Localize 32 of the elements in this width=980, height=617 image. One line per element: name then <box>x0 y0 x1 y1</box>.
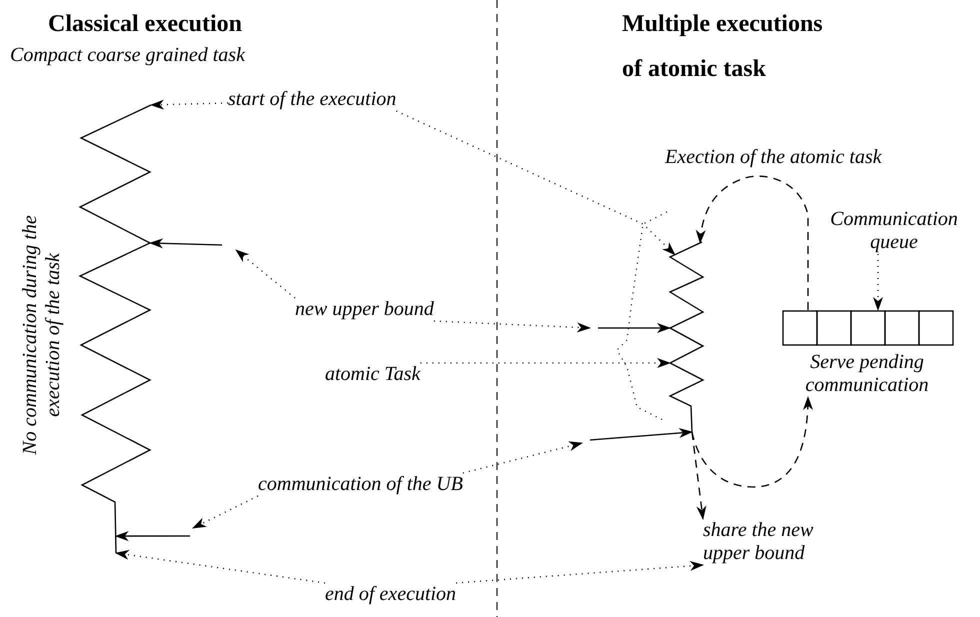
leader-line <box>456 560 704 584</box>
leader-line <box>873 254 883 311</box>
leader-line <box>434 320 591 332</box>
callout-text: end of execution <box>325 583 456 606</box>
leader-line <box>691 432 706 520</box>
column-heading: Multiple executions of atomic task <box>622 10 824 84</box>
subheading: Compact coarse grained task <box>10 44 245 67</box>
arrow <box>590 428 693 441</box>
queue-caption: Serve pending communication <box>804 351 930 397</box>
arrow <box>114 531 190 542</box>
callout-text: start of the execution <box>228 88 396 111</box>
callout-text: share the new upper bound <box>703 519 863 565</box>
leader-line <box>192 495 258 529</box>
loop-label: Exection of the atomic task <box>665 146 882 169</box>
zigzag-line <box>78 103 153 555</box>
leader-line <box>691 396 813 488</box>
leader-line <box>420 358 671 368</box>
leader-line <box>696 176 809 310</box>
arrow <box>149 238 222 248</box>
callout-text: Communication queue <box>808 208 980 254</box>
leader-line <box>462 441 583 474</box>
leader-line <box>396 110 676 256</box>
callout-text: atomic Task <box>325 363 420 386</box>
zigzag-line <box>668 240 705 434</box>
leader-line <box>150 100 228 110</box>
side-note: No communication during the execution of the task <box>19 214 65 457</box>
arrow <box>598 323 671 333</box>
callout-text: new upper bound <box>295 298 434 321</box>
leader-line <box>235 249 296 298</box>
column-heading: Classical execution <box>48 10 242 39</box>
callout-text: communication of the UB <box>258 473 463 496</box>
leader-line <box>115 550 326 584</box>
